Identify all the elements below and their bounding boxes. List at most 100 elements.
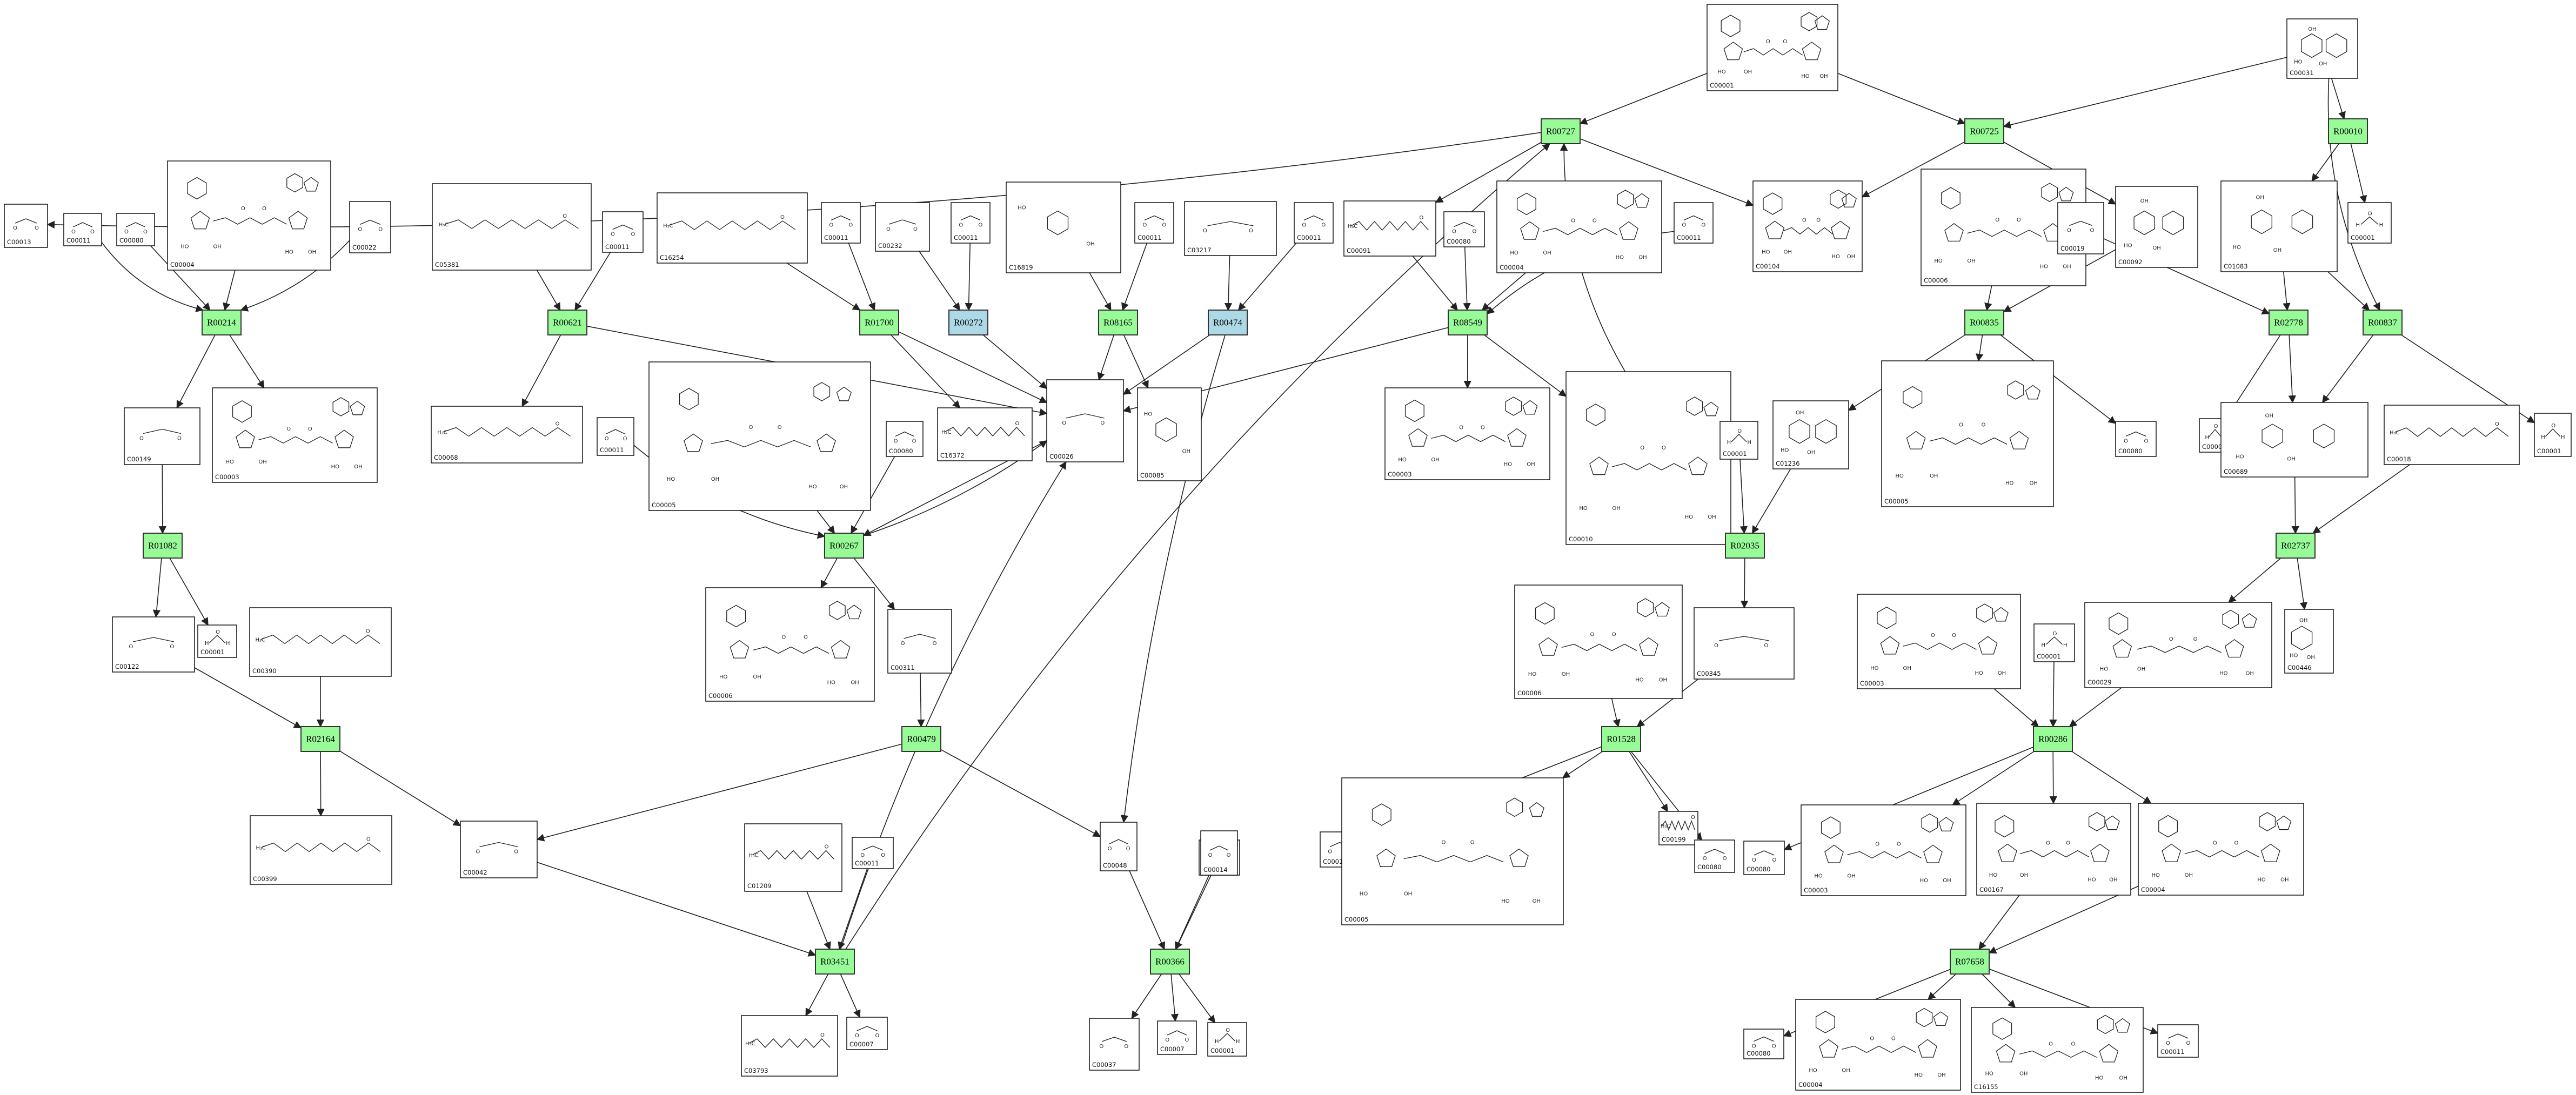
reaction-node[interactable]: R00366 [1150,949,1190,975]
reaction-node[interactable]: R00010 [2328,118,2368,144]
reaction-node[interactable]: R07658 [1950,949,1990,975]
reaction-node[interactable]: R02778 [2269,310,2309,335]
reaction-node[interactable]: R01700 [859,310,899,335]
reaction-node[interactable]: R01528 [1601,726,1641,752]
reaction-node[interactable]: R00835 [1964,310,2004,335]
reaction-node[interactable]: R02737 [2276,533,2316,559]
reaction-node[interactable]: R01082 [143,533,183,559]
reaction-node[interactable]: R00725 [1964,118,2004,144]
reaction-node[interactable]: R00214 [202,310,242,335]
reaction-node[interactable]: R00621 [547,310,587,335]
reaction-node[interactable]: R00272 [948,310,988,335]
reaction-node[interactable]: R00474 [1208,310,1248,335]
reaction-node[interactable]: R00267 [824,533,864,559]
reaction-node[interactable]: R00727 [1541,118,1581,144]
reaction-node[interactable]: R00479 [901,726,941,752]
reaction-node[interactable]: R02035 [1725,533,1765,559]
reaction-node[interactable]: R03451 [815,949,855,975]
reaction-node[interactable]: R00286 [2033,726,2073,752]
reaction-node[interactable]: R00837 [2363,310,2403,335]
reaction-node[interactable]: R02164 [300,726,340,752]
reaction-node[interactable]: R08549 [1448,310,1488,335]
reaction-node[interactable]: R08165 [1098,310,1138,335]
